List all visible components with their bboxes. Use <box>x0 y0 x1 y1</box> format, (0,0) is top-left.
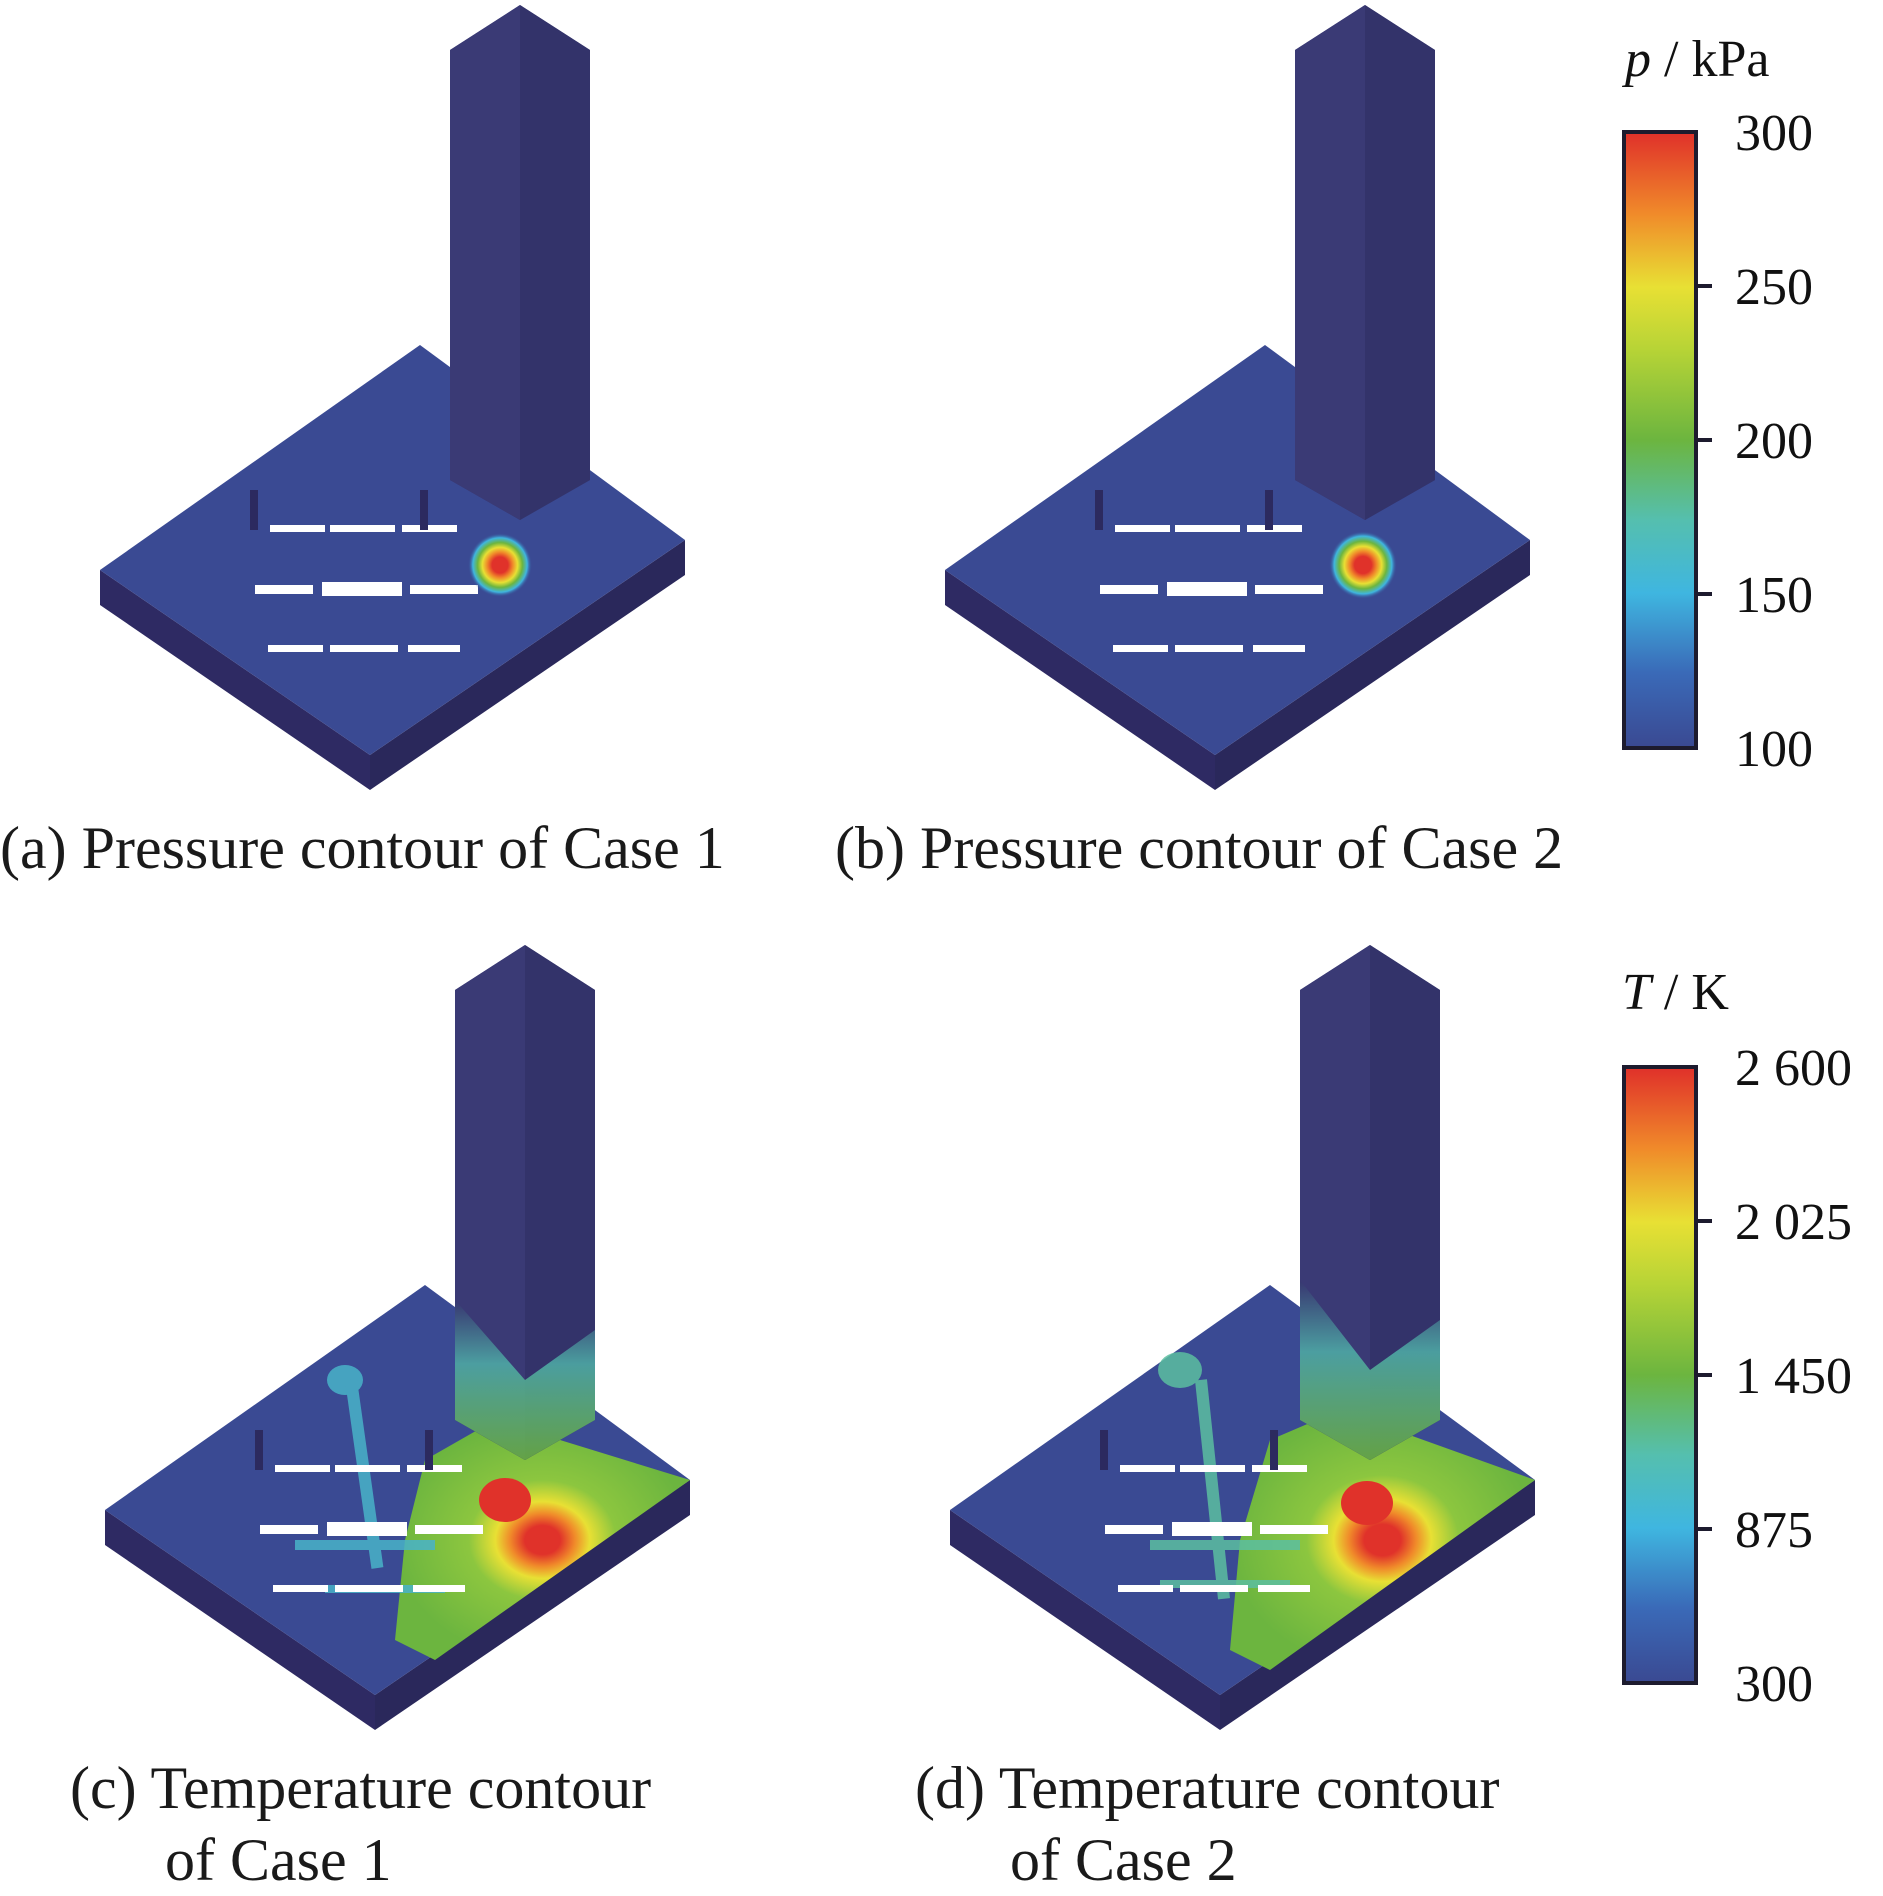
chimney-plume <box>1300 1280 1440 1460</box>
pressure-tick <box>1698 284 1712 288</box>
temperature-symbol: T <box>1622 964 1651 1021</box>
pressure-tick-label: 300 <box>1735 105 1813 162</box>
temperature-contour-case-2 <box>950 945 1535 1730</box>
pressure-tick-label: 100 <box>1735 721 1813 778</box>
pressure-tick <box>1698 592 1712 596</box>
temperature-tick-label: 1 450 <box>1735 1348 1852 1405</box>
slab-left-side <box>945 570 1215 790</box>
cooling-streaks <box>1150 1352 1300 1600</box>
slab-left-side <box>950 1510 1220 1730</box>
pressure-colorbar-title: p / kPa <box>1625 30 1769 89</box>
pressure-hotspot <box>1329 531 1397 599</box>
temperature-tick-label: 2 600 <box>1735 1040 1852 1097</box>
pressure-tick-label: 150 <box>1735 567 1813 624</box>
temperature-tick <box>1698 1373 1712 1377</box>
caption-a: (a) Pressure contour of Case 1 <box>0 815 725 881</box>
hot-region <box>1230 1410 1535 1670</box>
slab-right-side <box>370 540 685 790</box>
temperature-tick <box>1698 1527 1712 1531</box>
temperature-contour-case-1 <box>105 945 690 1730</box>
temperature-tick-label: 300 <box>1735 1656 1813 1713</box>
slab-top <box>100 345 685 755</box>
caption-c-line2: of Case 1 <box>165 1827 392 1893</box>
temperature-tick <box>1698 1219 1712 1223</box>
slab-left-side <box>100 570 370 790</box>
panel-b-pressure-case-2 <box>935 0 1555 800</box>
slab-right-side <box>1215 540 1530 790</box>
temperature-hotspot <box>1341 1481 1393 1525</box>
panel-c-temperature-case-1 <box>95 940 715 1740</box>
slab-right-side <box>1220 1480 1535 1730</box>
slab-right-side <box>375 1480 690 1730</box>
temperature-unit: / K <box>1650 964 1729 1021</box>
pressure-tick-label: 200 <box>1735 413 1813 470</box>
caption-b: (b) Pressure contour of Case 2 <box>835 815 1564 881</box>
caption-c: (c) Temperature contour of Case 1 <box>70 1752 651 1896</box>
caption-c-line1: (c) Temperature contour <box>70 1755 652 1821</box>
slot-cutouts <box>255 525 478 652</box>
caption-d-line2: of Case 2 <box>1010 1827 1237 1893</box>
slot-cutouts <box>260 1465 483 1592</box>
pressure-contour-case-2 <box>945 5 1530 790</box>
pressure-symbol: p <box>1625 31 1651 88</box>
pressure-colorbar <box>1622 130 1698 750</box>
temperature-tick-label: 2 025 <box>1735 1194 1852 1251</box>
temperature-tick-label: 875 <box>1735 1502 1813 1559</box>
pressure-tick-label: 250 <box>1735 259 1813 316</box>
pressure-unit: / kPa <box>1651 31 1770 88</box>
pressure-contour-case-1 <box>100 5 685 790</box>
slab-left-side <box>105 1510 375 1730</box>
chimney-plume <box>455 1300 595 1460</box>
panel-d-temperature-case-2 <box>940 940 1560 1740</box>
temperature-colorbar-title: T / K <box>1622 963 1729 1022</box>
pressure-tick <box>1698 438 1712 442</box>
slot-cutouts <box>1105 1465 1328 1592</box>
slab-top <box>945 345 1530 755</box>
temperature-colorbar <box>1622 1065 1698 1685</box>
hot-region <box>395 1420 690 1660</box>
slot-cutouts <box>1100 525 1323 652</box>
panel-a-pressure-case-1 <box>90 0 710 800</box>
caption-d-line1: (d) Temperature contour <box>915 1755 1500 1821</box>
pressure-hotspot <box>468 533 532 597</box>
temperature-hotspot <box>479 1478 531 1522</box>
caption-d: (d) Temperature contour of Case 2 <box>915 1752 1499 1896</box>
